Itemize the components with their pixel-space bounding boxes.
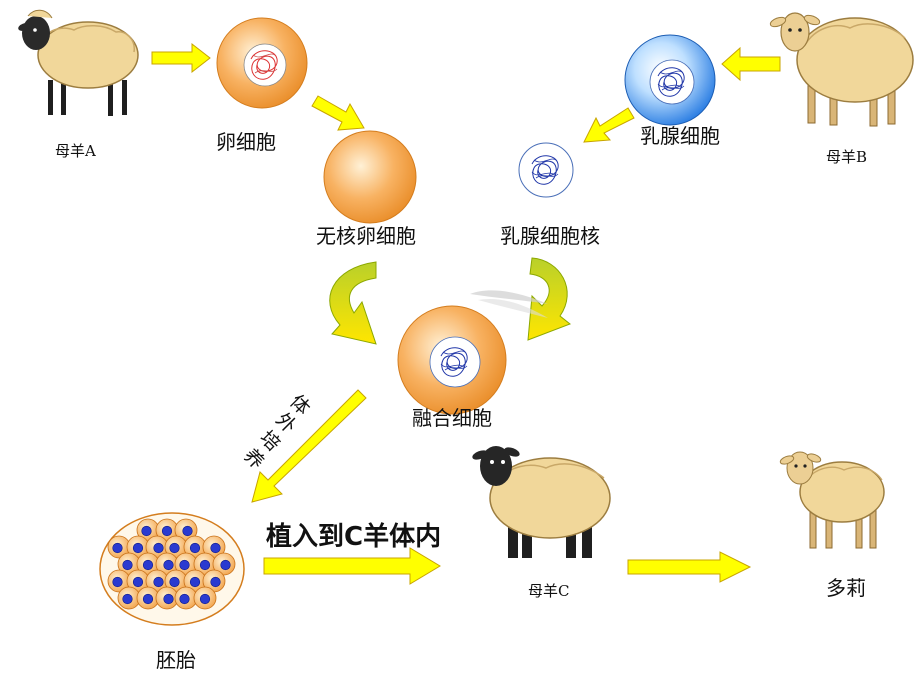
embryo-cell-nucleus xyxy=(182,525,193,537)
egg-cell xyxy=(216,17,308,109)
embryo-cell-nucleus xyxy=(163,593,174,605)
embryo-cell-nucleus xyxy=(112,542,123,554)
embryo-cell-nucleus xyxy=(169,576,180,588)
label-fused-cell: 融合细胞 xyxy=(412,406,492,430)
label-enucleated-egg: 无核卵细胞 xyxy=(316,224,416,248)
embryo-cell-nucleus xyxy=(199,559,211,571)
label-mammary-cell: 乳腺细胞 xyxy=(640,124,720,148)
embryo-cell-nucleus xyxy=(210,576,221,588)
fused-cell xyxy=(397,305,507,415)
embryo-cell-nucleus xyxy=(220,559,231,571)
embryo-cell-nucleus xyxy=(141,525,152,537)
label-embryo: 胚胎 xyxy=(156,648,196,672)
embryo-cell-nucleus xyxy=(153,542,164,554)
label-mammary-nucleus: 乳腺细胞核 xyxy=(500,224,600,248)
label-ewe-a: 母羊A xyxy=(55,142,96,160)
label-ewe-c: 母羊C xyxy=(528,582,570,600)
embryo-cell-nucleus xyxy=(142,593,154,605)
dolly-icon xyxy=(779,451,885,549)
sheep-b-icon xyxy=(769,12,914,127)
label-implant: 植入到C羊体内 xyxy=(266,522,442,552)
embryo-cell-nucleus xyxy=(161,525,173,537)
embryo-cell-nucleus xyxy=(122,559,133,571)
embryo-cell-nucleus xyxy=(189,542,201,554)
label-egg-cell: 卵细胞 xyxy=(216,130,276,154)
embryo-cell-nucleus xyxy=(122,593,133,605)
label-dolly: 多莉 xyxy=(826,576,866,600)
embryo-cell-nucleus xyxy=(179,593,190,605)
arrow-embryo-to-sheep-c xyxy=(263,547,441,585)
embryo-cell-nucleus xyxy=(210,542,221,554)
arrow-mammary-to-nucleus xyxy=(583,107,635,143)
mammary-nucleus xyxy=(518,142,574,198)
arrow-sheep-c-to-dolly xyxy=(627,551,752,583)
mammary-cell xyxy=(624,34,716,126)
embryo-cell-nucleus xyxy=(189,576,201,588)
embryo-cell-nucleus xyxy=(163,559,174,571)
sheep-a-icon xyxy=(18,9,139,116)
curved-arrow-left xyxy=(329,261,377,345)
embryo-cell-nucleus xyxy=(179,559,190,571)
embryo-cell-nucleus xyxy=(112,576,123,588)
label-ewe-b: 母羊B xyxy=(826,148,868,166)
embryo-cell-nucleus xyxy=(169,542,180,554)
arrow-sheep-a-to-egg xyxy=(151,42,211,74)
arrow-egg-to-enucleated xyxy=(311,95,365,131)
embryo-cell-nucleus xyxy=(132,576,144,588)
embryo-cell-nucleus xyxy=(142,559,154,571)
sheep-c-icon xyxy=(472,446,611,558)
embryo-cell-nucleus xyxy=(199,593,211,605)
embryo-icon xyxy=(99,512,245,626)
curved-arrow-right xyxy=(470,257,571,341)
arrow-fused-to-embryo xyxy=(251,389,367,503)
enucleated-egg-cell xyxy=(323,130,417,224)
embryo-cell-nucleus xyxy=(153,576,164,588)
arrow-sheep-b-to-mammary xyxy=(721,46,781,82)
embryo-cell-nucleus xyxy=(132,542,144,554)
